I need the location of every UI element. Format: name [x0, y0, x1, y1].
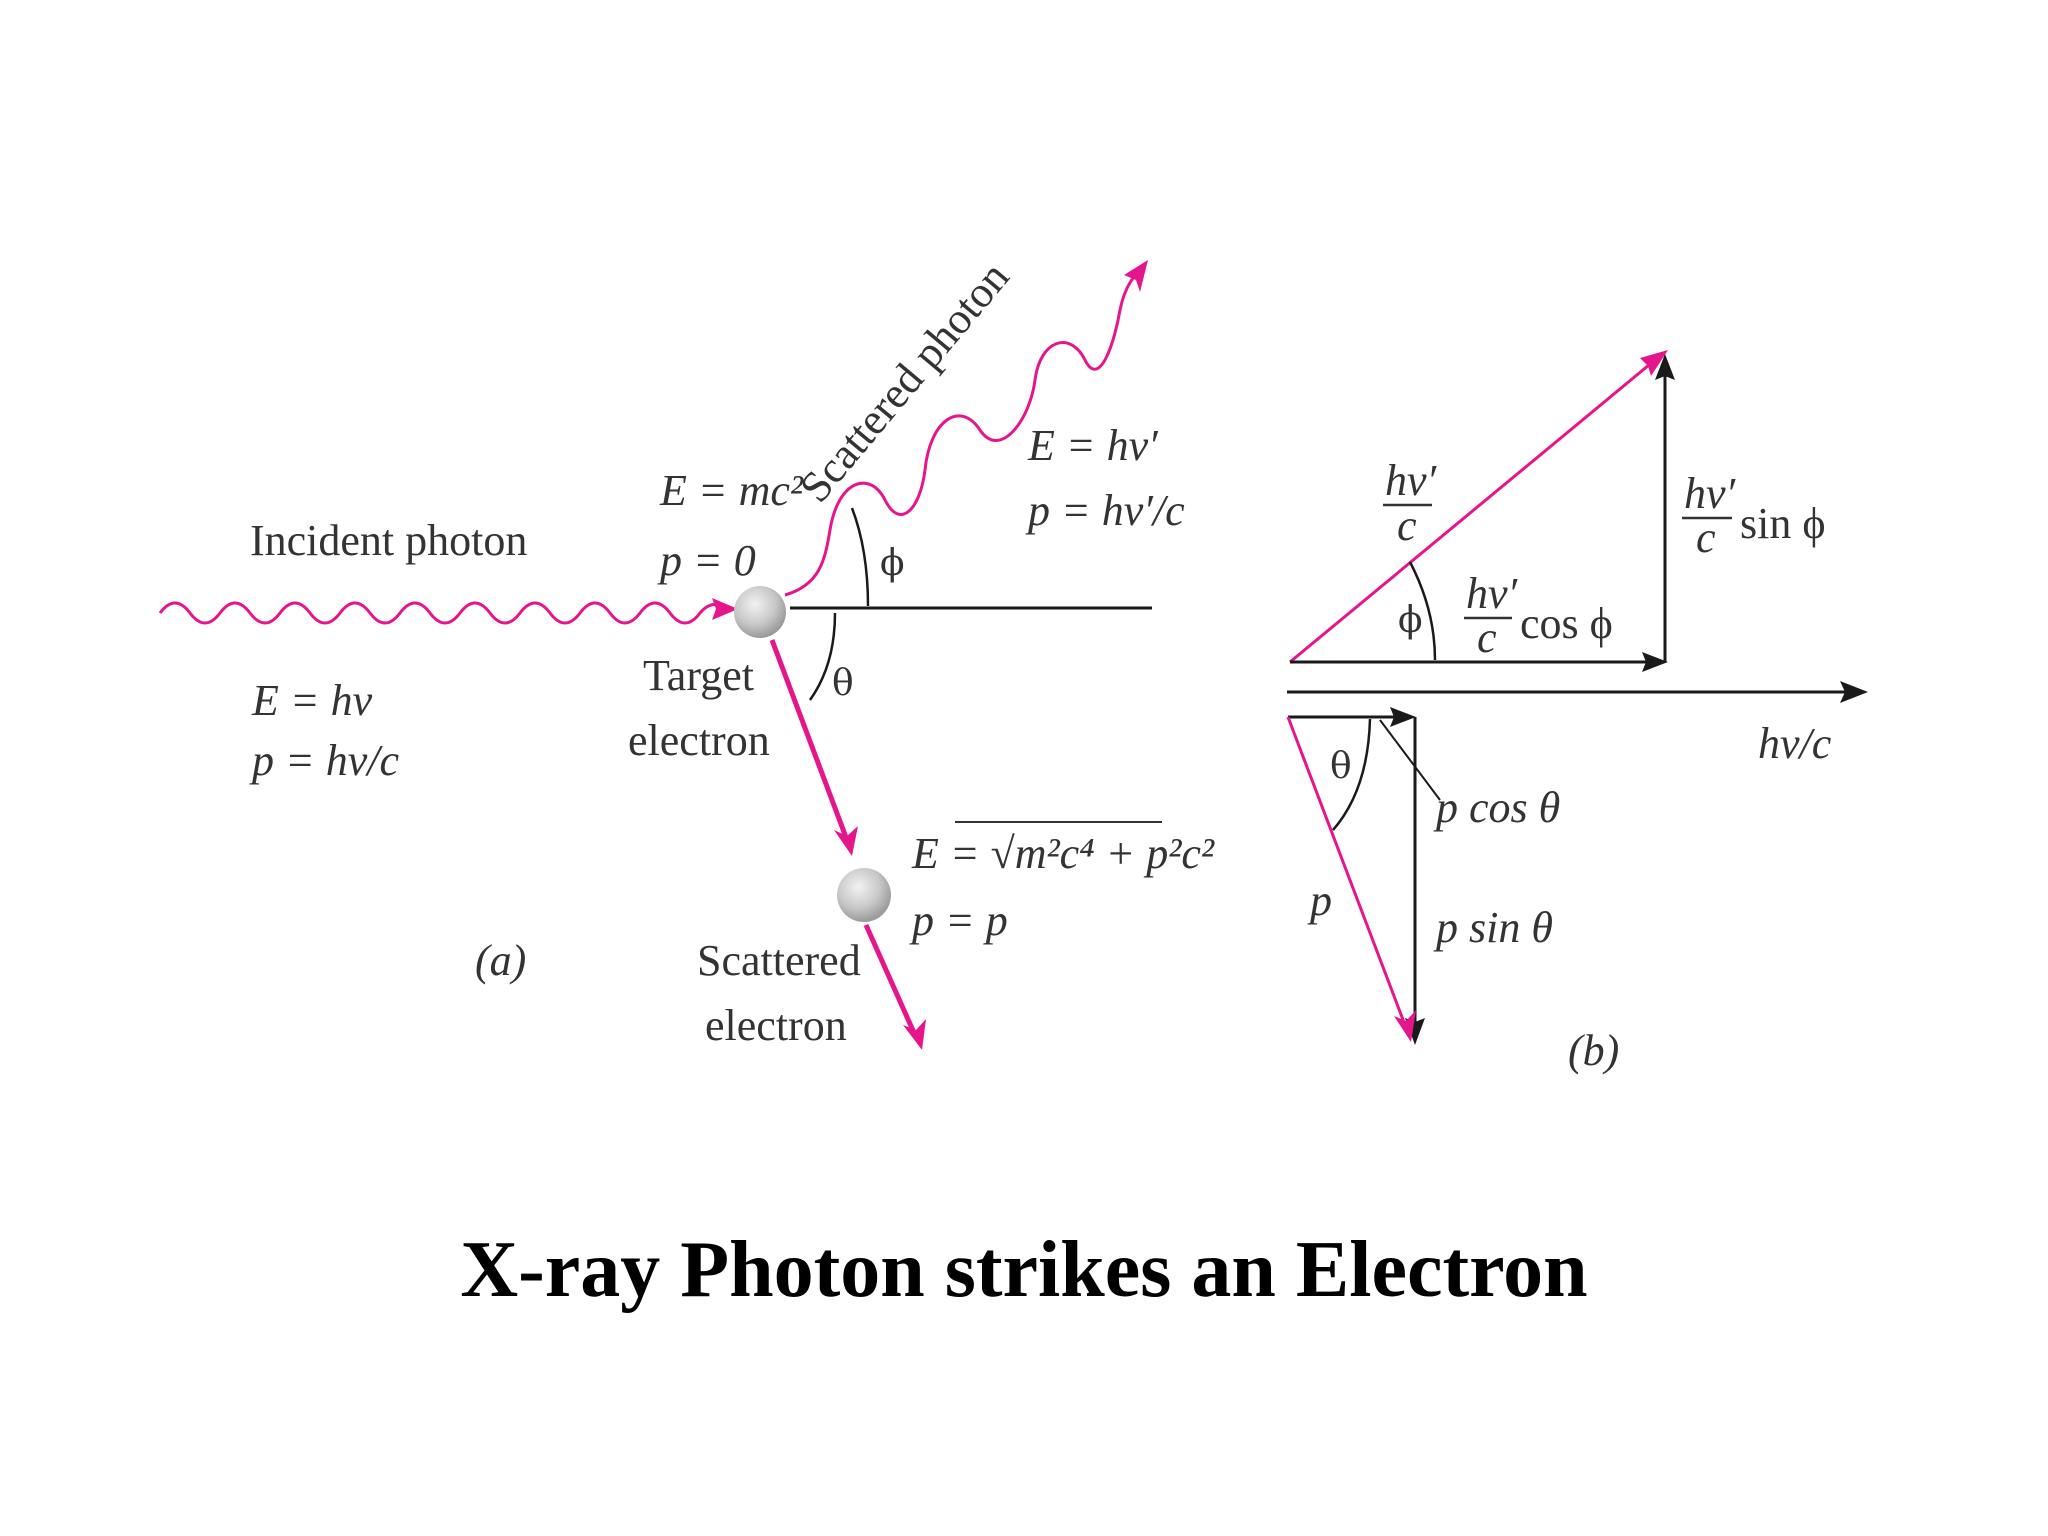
theta-arc-b: [1332, 718, 1372, 831]
scattered-photon-energy: E = hν′: [1027, 421, 1159, 470]
hyp-label-num: hν′: [1385, 456, 1438, 505]
pcos-leader: [1379, 719, 1441, 801]
target-electron: [734, 586, 786, 638]
theta-label-b: θ: [1330, 746, 1352, 787]
electron-energy: E = mc²: [659, 466, 804, 515]
scattered-electron-label-2: electron: [705, 1001, 847, 1050]
phi-label-a: ϕ: [880, 543, 905, 584]
target-electron-label-2: electron: [628, 716, 770, 765]
incident-photon-arrowhead: [712, 598, 738, 620]
scattered-photon-arrowhead: [1124, 260, 1148, 292]
incident-photon-label: Incident photon: [250, 516, 527, 565]
incident-energy: E = hν: [251, 676, 373, 725]
axis-b-arrowhead: [1840, 681, 1868, 703]
figure-caption: X-ray Photon strikes an Electron: [460, 1226, 1588, 1314]
scattered-electron-path-2: [863, 923, 918, 1037]
pcos-arrowhead: [1390, 707, 1416, 727]
cos-arrowhead: [1642, 652, 1668, 672]
theta-label-a: θ: [832, 663, 854, 704]
scattered-electron-arrowhead-1: [834, 826, 858, 856]
pcos-label: p cos θ: [1433, 783, 1560, 832]
axis-b-label: hν/c: [1758, 719, 1832, 768]
scattered-electron-path-1: [769, 639, 850, 841]
panel-a-tag: (a): [475, 936, 526, 985]
sin-arrowhead: [1655, 354, 1675, 380]
cos-label-den: c: [1477, 613, 1497, 662]
p-vector: [1286, 716, 1407, 1026]
phi-label-b: ϕ: [1398, 600, 1423, 641]
electron-momentum: p = 0: [657, 536, 756, 585]
theta-arc: [808, 612, 837, 701]
panel-b-tag: (b): [1568, 1026, 1619, 1075]
hyp-label-den: c: [1397, 501, 1417, 550]
cos-label-suffix: cos ϕ: [1520, 599, 1613, 648]
scattered-photon-label: Scattered photon: [790, 252, 1018, 511]
p-arrowhead: [1394, 1010, 1416, 1042]
sin-label-num: hν′: [1684, 469, 1737, 518]
sin-label-suffix: sin ϕ: [1740, 499, 1826, 548]
scattered-electron-label-1: Scattered: [697, 936, 861, 985]
scattered-electron-momentum: p = p: [909, 896, 1008, 945]
target-electron-label-1: Target: [643, 651, 754, 700]
scattered-electron-arrowhead-2: [903, 1019, 926, 1050]
phi-arc-b: [1408, 561, 1437, 661]
incident-momentum: p = hν/c: [249, 736, 399, 785]
cos-label-num: hν′: [1466, 569, 1519, 618]
phi-arc: [850, 507, 870, 607]
psin-label: p sin θ: [1433, 903, 1553, 952]
hyp-arrowhead: [1640, 350, 1668, 376]
sin-label-den: c: [1696, 513, 1716, 562]
scattered-electron-energy: E = √m²c⁴ + p²c²: [911, 829, 1215, 878]
scattered-photon-wave: [784, 266, 1144, 597]
incident-photon-wave: [158, 601, 727, 625]
scattered-electron: [837, 868, 891, 922]
p-vector-label: p: [1307, 876, 1332, 925]
hyp-vector: [1289, 358, 1656, 664]
scattered-photon-momentum: p = hν′/c: [1025, 486, 1185, 535]
